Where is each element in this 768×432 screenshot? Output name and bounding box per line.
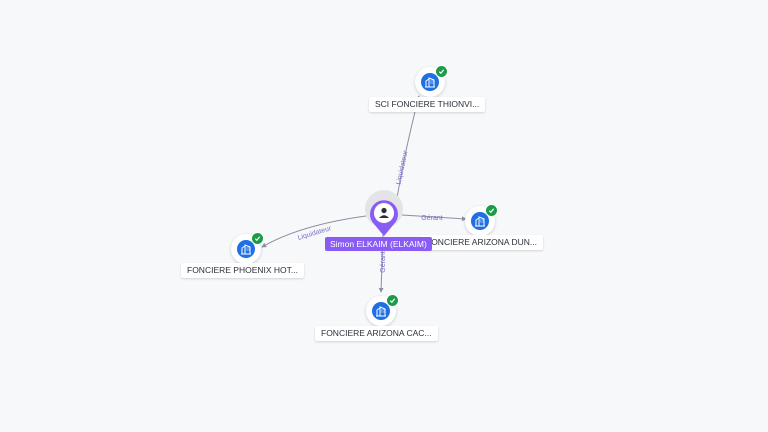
company-label-4[interactable]: FONCIERE ARIZONA CAC... (315, 326, 438, 341)
company-label-2[interactable]: FONCIERE ARIZONA DUN... (420, 235, 543, 250)
building-icon (421, 73, 439, 91)
edge-gerant-1: Gérant (401, 214, 467, 222)
verified-check-icon (435, 65, 448, 78)
person-label[interactable]: Simon ELKAIM (ELKAIM) (325, 237, 432, 251)
verified-check-icon (386, 294, 399, 307)
company-node-2[interactable] (465, 204, 498, 236)
person-node[interactable] (367, 196, 401, 243)
edge-label-1: Liquidateur (396, 149, 410, 185)
edge-label-2: Gérant (421, 215, 442, 222)
verified-check-icon (251, 232, 264, 245)
company-node-4[interactable] (366, 294, 399, 326)
verified-check-icon (485, 204, 498, 217)
building-icon (237, 240, 255, 258)
company-label-3[interactable]: FONCIERE PHOENIX HOT... (181, 263, 304, 278)
company-label-1[interactable]: SCI FONCIERE THIONVI... (369, 97, 486, 112)
building-icon (372, 302, 390, 320)
building-icon (471, 212, 489, 230)
edge-label-4: Gérant (380, 251, 387, 272)
person-pin-icon (370, 200, 398, 236)
company-node-3[interactable] (231, 232, 264, 264)
company-node-1[interactable] (415, 65, 448, 97)
